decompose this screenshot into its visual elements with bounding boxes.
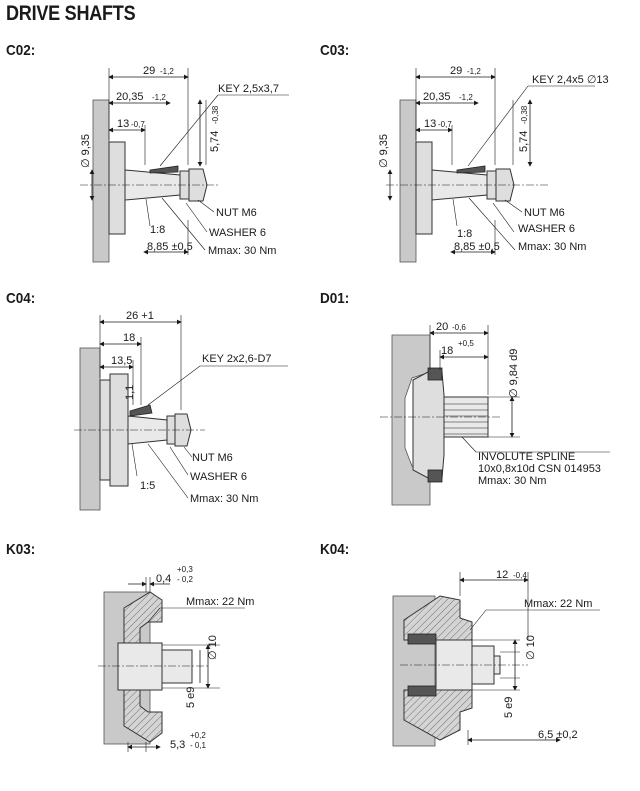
d01-dim-overall-tol: -0,6 bbox=[452, 323, 466, 332]
c02-dim-mid-tol: -1,2 bbox=[152, 93, 166, 102]
c03-dim-overall-tol: -1,2 bbox=[467, 67, 481, 76]
k03-dim-bore: 5 e9 bbox=[185, 687, 197, 708]
drawing-d01: 20 -0,6 18 +0,5 ∅ 9,84 d9 INVOLUTE SPLIN… bbox=[380, 321, 610, 506]
c04-washer-label: WASHER 6 bbox=[190, 471, 247, 483]
panel-label-c03: C03: bbox=[320, 42, 350, 59]
c02-dim-key-h-tol: -0,38 bbox=[211, 105, 220, 124]
c03-dim-mid-tol: -1,2 bbox=[459, 93, 473, 102]
d01-dim-mid: 18 bbox=[441, 345, 453, 357]
c04-nut-label: NUT M6 bbox=[192, 452, 233, 464]
c03-dim-key-h-tol: -0,38 bbox=[520, 105, 529, 124]
c03-taper: 1:8 bbox=[457, 228, 472, 240]
c02-dim-bottom: 8,85 ±0,5 bbox=[147, 241, 193, 253]
c04-dim-overall: 26 +1 bbox=[126, 310, 154, 322]
c03-dim-mid: 20,35 bbox=[423, 91, 451, 103]
c02-washer-label: WASHER 6 bbox=[209, 227, 266, 239]
k04-dim-bore: 5 e9 bbox=[503, 697, 515, 718]
d01-dim-overall: 20 bbox=[436, 321, 448, 333]
c04-dim-mid: 18 bbox=[123, 332, 135, 344]
c03-torque-label: Mmax: 30 Nm bbox=[518, 241, 586, 253]
c02-dim-key-h: 5,74 bbox=[209, 131, 221, 152]
panel-label-k03: K03: bbox=[6, 541, 36, 558]
c02-key-label: KEY 2,5x3,7 bbox=[218, 83, 279, 95]
k04-dim-top-tol: -0,4 bbox=[513, 571, 527, 580]
panel-label-k04: K04: bbox=[320, 541, 350, 558]
page-title: DRIVE SHAFTS bbox=[6, 2, 136, 25]
panel-label-c04: C04: bbox=[6, 290, 36, 307]
c02-dim-overall: 29 bbox=[143, 65, 155, 77]
k04-dim-top: 12 bbox=[496, 569, 508, 581]
c03-dim-key-h: 5,74 bbox=[518, 131, 530, 152]
c03-dim-bottom: 8,85 ±0,5 bbox=[454, 241, 500, 253]
c02-dim-dia: ∅ 9,35 bbox=[80, 134, 92, 168]
c02-torque-label: Mmax: 30 Nm bbox=[208, 245, 276, 257]
c02-dim-overall-tol: -1,2 bbox=[160, 67, 174, 76]
c03-dim-short-tol: -0,7 bbox=[438, 120, 452, 129]
c02-dim-mid: 20,35 bbox=[116, 91, 144, 103]
k03-dim-dia: ∅ 10 bbox=[207, 635, 219, 660]
d01-dim-mid-tol: +0,5 bbox=[458, 339, 474, 348]
panel-label-c02: C02: bbox=[6, 42, 36, 59]
c04-dim-short: 13,5 bbox=[111, 355, 132, 367]
drawing-c03: 29 -1,2 20,35 -1,2 13 -0,7 ∅ 9,35 5,74 -… bbox=[378, 65, 609, 263]
k03-dim-top: 0,4 bbox=[156, 573, 171, 585]
d01-torque-label: Mmax: 30 Nm bbox=[478, 475, 546, 487]
c04-dim-key-h: 1,1 bbox=[124, 385, 136, 400]
c03-dim-dia: ∅ 9,35 bbox=[378, 134, 390, 168]
c02-dim-short-tol: -0,7 bbox=[131, 120, 145, 129]
d01-dim-dia: ∅ 9,84 d9 bbox=[508, 349, 520, 398]
panel-label-d01: D01: bbox=[320, 290, 350, 307]
k03-dim-top-tol-up: +0,3 bbox=[177, 565, 193, 574]
k03-dim-bottom: 5,3 bbox=[170, 739, 185, 751]
d01-spline-spec: 10x0,8x10d CSN 014953 bbox=[478, 463, 601, 475]
c02-nut-label: NUT M6 bbox=[216, 207, 257, 219]
k03-dim-bottom-tol-down: - 0,1 bbox=[190, 741, 207, 750]
drawing-k03: 0,4 +0,3 - 0,2 ∅ 10 5 e9 5,3 +0,2 - 0,1 … bbox=[98, 565, 254, 752]
drawing-c02: 29 -1,2 20,35 -1,2 13 -0,7 ∅ 9,35 5,74 -… bbox=[80, 65, 289, 263]
c04-torque-label: Mmax: 30 Nm bbox=[190, 493, 258, 505]
k03-dim-top-tol-down: - 0,2 bbox=[177, 575, 194, 584]
k03-torque-label: Mmax: 22 Nm bbox=[186, 596, 254, 608]
c04-taper: 1:5 bbox=[140, 480, 155, 492]
c03-washer-label: WASHER 6 bbox=[518, 223, 575, 235]
c03-nut-label: NUT M6 bbox=[524, 207, 565, 219]
c02-taper: 1:8 bbox=[150, 224, 165, 236]
k04-dim-dia: ∅ 10 bbox=[525, 635, 537, 660]
drawing-c04: 26 +1 18 13,5 1,1 1:5 KEY 2x2,6-D7 NUT M… bbox=[74, 310, 288, 511]
c03-key-label: KEY 2,4x5 ∅13 bbox=[532, 74, 609, 86]
c03-dim-short: 13 bbox=[424, 118, 436, 130]
k04-dim-bottom: 6,5 ±0,2 bbox=[538, 729, 578, 741]
k03-dim-bottom-tol-up: +0,2 bbox=[190, 731, 206, 740]
c03-dim-overall: 29 bbox=[450, 65, 462, 77]
c04-key-label: KEY 2x2,6-D7 bbox=[202, 353, 272, 365]
d01-spline-label: INVOLUTE SPLINE bbox=[478, 451, 575, 463]
c02-dim-short: 13 bbox=[117, 118, 129, 130]
drawing-k04: 12 -0,4 ∅ 10 5 e9 6,5 ±0,2 Mmax: 22 Nm bbox=[392, 569, 600, 747]
k04-torque-label: Mmax: 22 Nm bbox=[524, 598, 592, 610]
